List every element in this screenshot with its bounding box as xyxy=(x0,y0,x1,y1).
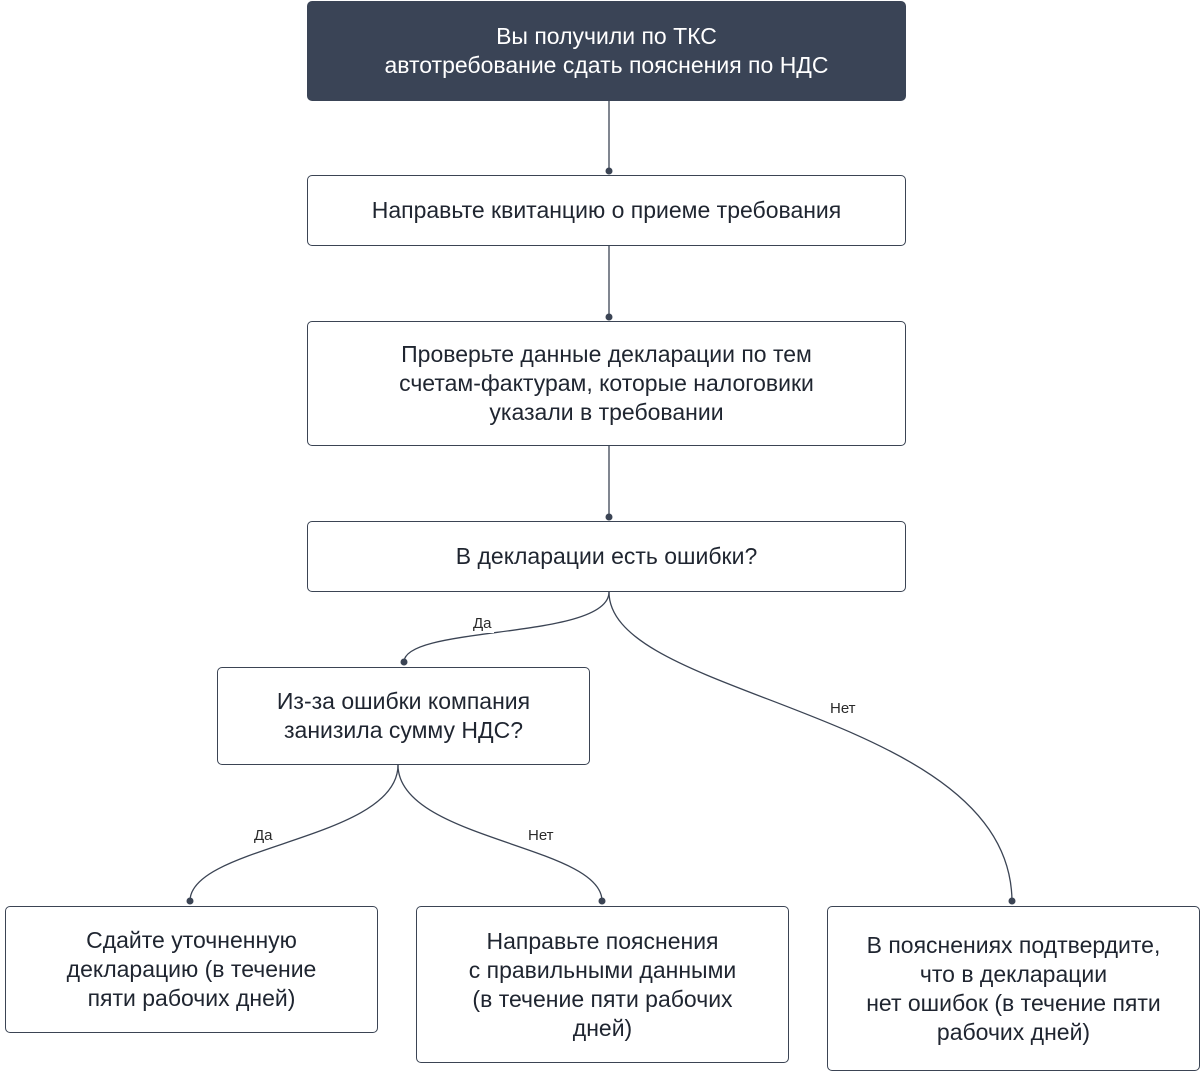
connector-understated-yes xyxy=(189,764,399,902)
connector-dot xyxy=(605,313,613,321)
connector-dot xyxy=(186,897,194,905)
understated-question-text: Из-за ошибки компания занизила сумму НДС… xyxy=(276,688,531,743)
receipt-step-node: Направьте квитанцию о приеме требования xyxy=(307,175,906,246)
connector-dot xyxy=(605,513,613,521)
connector-dot xyxy=(598,897,606,905)
no-errors-confirm-node: В пояснениях подтвердите, что в декларац… xyxy=(827,906,1200,1071)
check-step-node: Проверьте данные декларации по тем счета… xyxy=(307,321,906,446)
connector-errors-no xyxy=(608,591,1013,902)
correct-explanations-node: Направьте пояснения с правильными данным… xyxy=(416,906,789,1063)
start-node: Вы получили по ТКС автотребование сдать … xyxy=(307,1,906,101)
connector-errors-yes xyxy=(403,591,610,663)
no-errors-confirm-text: В пояснениях подтвердите, что в декларац… xyxy=(866,931,1161,1045)
connector-dot xyxy=(400,658,408,666)
errors-question-text: В декларации есть ошибки? xyxy=(455,543,758,569)
corrected-return-text: Сдайте уточненную декларацию (в течение … xyxy=(66,927,317,1011)
correct-explanations-text: Направьте пояснения с правильными данным… xyxy=(468,927,737,1041)
connector-dot xyxy=(1008,897,1016,905)
errors-no-label: Нет xyxy=(828,700,858,718)
errors-yes-label: Да xyxy=(471,615,494,633)
connector-understated-no xyxy=(397,764,603,902)
errors-question-node: В декларации есть ошибки? xyxy=(307,521,906,592)
corrected-return-node: Сдайте уточненную декларацию (в течение … xyxy=(5,906,378,1033)
check-step-text: Проверьте данные декларации по тем счета… xyxy=(399,341,814,425)
understated-yes-label: Да xyxy=(252,827,275,845)
connector-dot xyxy=(605,167,613,175)
understated-no-label: Нет xyxy=(526,827,556,845)
start-node-text: Вы получили по ТКС автотребование сдать … xyxy=(384,23,829,78)
receipt-step-text: Направьте квитанцию о приеме требования xyxy=(371,197,842,223)
understated-question-node: Из-за ошибки компания занизила сумму НДС… xyxy=(217,667,590,765)
